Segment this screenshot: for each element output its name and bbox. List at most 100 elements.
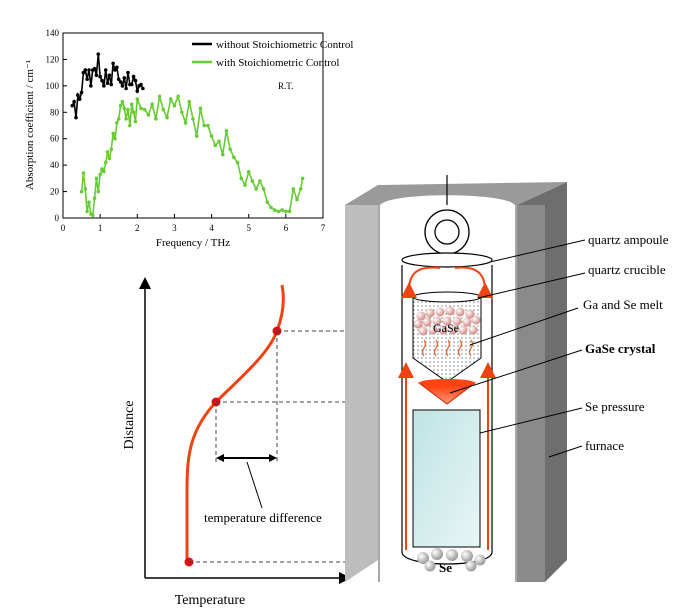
data-point-without-control — [77, 97, 82, 101]
temperature-profile: Distance Temperature temperature differe… — [122, 277, 427, 608]
label-furnace: furnace — [585, 438, 624, 453]
data-point-without-control — [135, 89, 140, 93]
data-point-with-control — [111, 131, 115, 136]
chart-annotation: R.T. — [278, 81, 293, 91]
data-point-with-control — [183, 121, 188, 125]
data-point-without-control — [139, 82, 143, 87]
y-tick-label: 100 — [46, 81, 60, 91]
data-point-with-control — [295, 197, 299, 202]
data-point-with-control — [96, 189, 101, 194]
y-axis-label: Absorption coefficient / cm⁻¹ — [24, 60, 36, 190]
data-point-without-control — [103, 68, 108, 72]
data-point-with-control — [124, 117, 128, 121]
data-point-with-control — [157, 94, 162, 99]
label-gase-crystal: GaSe crystal — [585, 341, 656, 356]
data-point-with-control — [187, 99, 192, 104]
ampoule-wall — [401, 265, 493, 565]
arrowhead-left — [216, 454, 224, 462]
data-point-with-control — [120, 99, 125, 104]
legend: without Stoichiometric Control with Stoi… — [192, 39, 354, 69]
x-tick-label: 7 — [321, 223, 326, 233]
data-point-with-control — [250, 179, 255, 183]
data-point-with-control — [139, 106, 143, 111]
data-point-without-control — [124, 86, 128, 91]
data-point-with-control — [202, 123, 206, 128]
data-point-with-control — [113, 136, 117, 141]
data-point-with-control — [83, 187, 88, 191]
data-point-without-control — [89, 84, 93, 88]
data-point-with-control — [176, 94, 180, 99]
data-point-with-control — [122, 106, 127, 111]
temperature-profile-curve — [185, 284, 285, 562]
data-point-with-control — [276, 209, 281, 214]
data-point-with-control — [298, 187, 303, 191]
data-point-with-control — [105, 150, 110, 154]
y-tick-label: 40 — [50, 160, 60, 170]
quartz-ampoule: Se GaSe — [398, 175, 496, 575]
se-pellets — [417, 548, 486, 572]
data-point-without-control — [131, 74, 136, 79]
data-point-with-control — [87, 200, 91, 204]
data-point-without-control — [96, 52, 101, 56]
data-point-with-control — [217, 139, 221, 144]
data-point-with-control — [85, 209, 89, 214]
data-point-with-control — [92, 196, 97, 200]
x-tick-label: 5 — [246, 223, 251, 233]
data-point-with-control — [198, 106, 203, 111]
data-point-without-control — [98, 74, 102, 79]
data-point-with-control — [258, 179, 262, 183]
data-point-with-control — [172, 103, 177, 108]
label-ga-se-melt: Ga and Se melt — [583, 297, 663, 312]
data-point-with-control — [79, 189, 84, 194]
ampoule-hook-hole — [434, 219, 460, 245]
data-point-without-control — [107, 73, 112, 78]
data-point-without-control — [72, 99, 76, 104]
data-point-with-control — [291, 187, 296, 191]
label-quartz-ampoule: quartz ampoule — [588, 232, 669, 247]
data-point-without-control — [133, 78, 138, 83]
furnace-labels: quartz ampoule quartz crucible Ga and Se… — [449, 232, 669, 458]
data-point-with-control — [246, 169, 251, 174]
data-point-with-control — [272, 208, 277, 212]
data-point-with-control — [300, 176, 305, 181]
data-point-without-control — [87, 68, 91, 72]
data-point-with-control — [128, 123, 132, 128]
data-point-with-control — [165, 115, 169, 120]
data-point-with-control — [107, 156, 112, 161]
data-point-without-control — [129, 82, 134, 87]
y-tick-label: 0 — [55, 213, 60, 223]
data-point-with-control — [280, 208, 284, 212]
y-tick-label: 120 — [46, 54, 60, 64]
leader-quartz-crucible — [477, 272, 586, 299]
legend-label-without: without Stoichiometric Control — [216, 39, 354, 51]
data-point-with-control — [109, 147, 114, 152]
data-point-without-control — [111, 61, 115, 66]
data-point-without-control — [115, 65, 119, 70]
label-se-pressure: Se pressure — [585, 399, 645, 414]
leader-quartz-ampoule — [489, 239, 586, 263]
leader-crystal — [449, 349, 583, 394]
data-point-without-control — [92, 66, 97, 71]
x-axis-label: Frequency / THz — [156, 237, 230, 249]
data-point-with-control — [90, 213, 95, 218]
data-point-with-control — [126, 107, 130, 112]
label-quartz-crucible: quartz crucible — [588, 262, 666, 277]
data-point-without-control — [81, 70, 86, 75]
data-point-with-control — [168, 97, 173, 101]
data-point-with-control — [150, 102, 154, 107]
x-tick-label: 2 — [135, 223, 140, 233]
series-line-with-control — [80, 93, 304, 217]
data-point-without-control — [122, 76, 127, 80]
data-point-without-control — [105, 81, 110, 86]
legend-label-with: with Stoichiometric Control — [216, 57, 339, 69]
data-point-without-control — [120, 84, 125, 88]
data-point-without-control — [109, 82, 114, 87]
leader-furnace — [548, 445, 583, 458]
data-point-with-control — [254, 187, 258, 191]
data-point-with-control — [116, 117, 121, 121]
furnace-right-face — [517, 182, 567, 582]
data-point-with-control — [235, 160, 240, 165]
